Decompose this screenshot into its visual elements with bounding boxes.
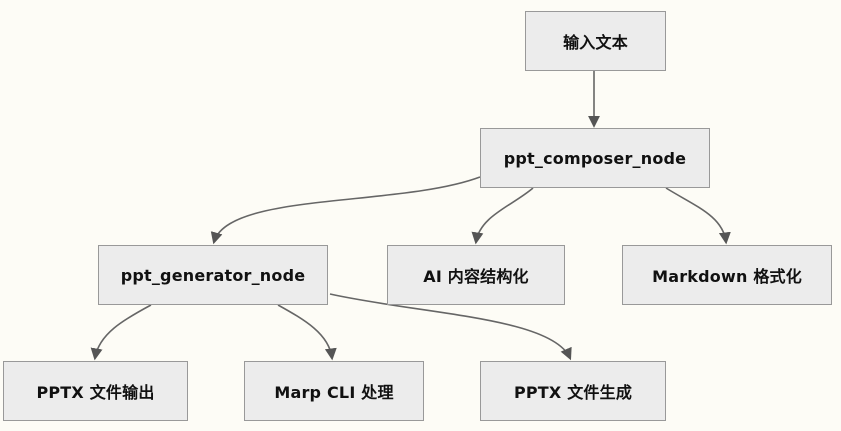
node-label: Marp CLI 处理 <box>274 383 394 402</box>
edge-ppt-composer-node-to-ppt-generator-node <box>210 176 481 245</box>
node-pptx-file-generate: PPTX 文件生成 <box>480 361 666 421</box>
node-ppt-composer-node: ppt_composer_node <box>480 128 710 188</box>
node-ai-content-structure: AI 内容结构化 <box>387 245 565 305</box>
edge-ppt-composer-node-to-markdown-format <box>665 187 731 245</box>
node-label: PPTX 文件输出 <box>36 383 155 402</box>
node-pptx-file-output: PPTX 文件输出 <box>3 361 188 421</box>
node-input-text: 输入文本 <box>525 11 666 71</box>
node-label: AI 内容结构化 <box>423 267 529 286</box>
node-label: PPTX 文件生成 <box>513 383 633 402</box>
node-label: ppt_composer_node <box>503 148 687 168</box>
edge-ppt-generator-node-to-marp-cli-process <box>277 304 337 361</box>
edge-ppt-generator-node-to-pptx-file-output <box>90 304 152 361</box>
node-marp-cli-process: Marp CLI 处理 <box>244 361 424 421</box>
node-label: 输入文本 <box>563 33 628 52</box>
node-ppt-generator-node: ppt_generator_node <box>98 245 328 305</box>
node-label: Markdown 格式化 <box>652 267 802 286</box>
node-markdown-format: Markdown 格式化 <box>622 245 832 305</box>
edge-ppt-composer-node-to-ai-content-structure <box>471 187 534 245</box>
node-label: ppt_generator_node <box>120 265 306 285</box>
